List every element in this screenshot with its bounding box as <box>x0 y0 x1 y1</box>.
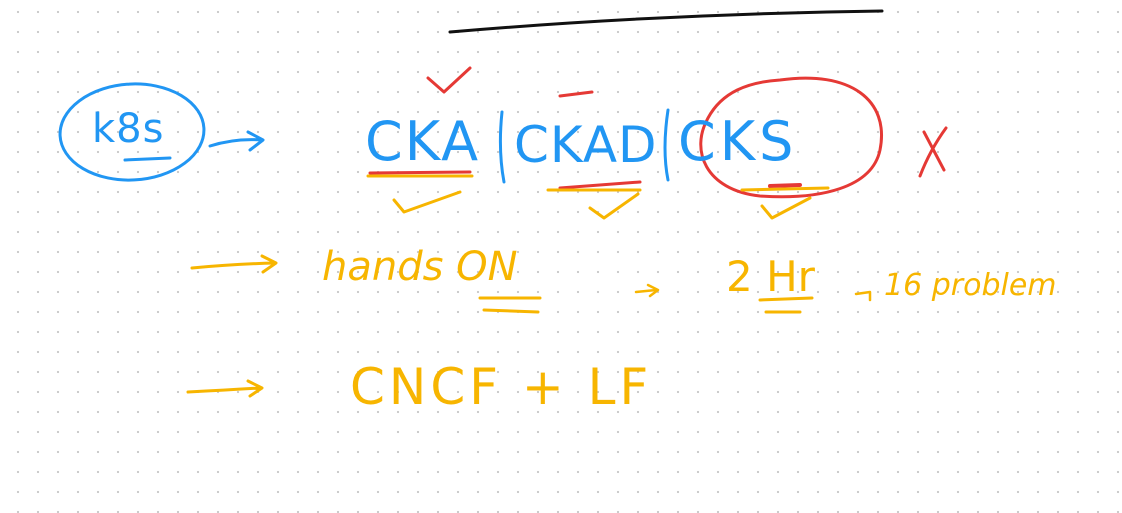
k8s-circle <box>58 82 206 182</box>
hands-on-label: hands ON <box>322 244 518 290</box>
ckad-mark-top <box>558 90 594 98</box>
cks-label: CKS <box>678 110 798 173</box>
k8s-arrow-icon <box>208 130 265 152</box>
ckad-underline-red <box>558 180 642 190</box>
ckad-check-icon <box>588 192 640 220</box>
hands-on-underline <box>478 296 542 314</box>
k8s-underline <box>123 156 172 162</box>
cks-circle <box>699 76 883 199</box>
cross-icon <box>918 126 948 178</box>
cka-check-top-icon <box>426 66 472 94</box>
cks-mark-red <box>768 183 802 188</box>
problems-label: 16 problem <box>884 268 1057 303</box>
cks-check-icon <box>760 196 812 220</box>
problems-arrow-icon <box>854 290 872 302</box>
cka-check-icon <box>392 190 462 214</box>
duration-label: 2 Hr <box>726 252 815 301</box>
cks-underline-yellow <box>740 186 830 192</box>
separator-1 <box>498 110 506 184</box>
cka-underline-red <box>368 170 472 175</box>
cka-label: CKA <box>365 110 481 173</box>
separator-2 <box>663 108 670 182</box>
k8s-label: k8s <box>92 106 165 152</box>
ckad-label: CKAD <box>514 116 658 174</box>
duration-underline <box>758 296 814 314</box>
row3-arrow-icon <box>186 379 264 398</box>
title-underline-stroke <box>448 9 884 34</box>
row2-arrow-icon <box>190 254 278 274</box>
cncf-lf-label: CNCF + LF <box>350 358 653 416</box>
duration-arrow-icon <box>634 283 660 298</box>
